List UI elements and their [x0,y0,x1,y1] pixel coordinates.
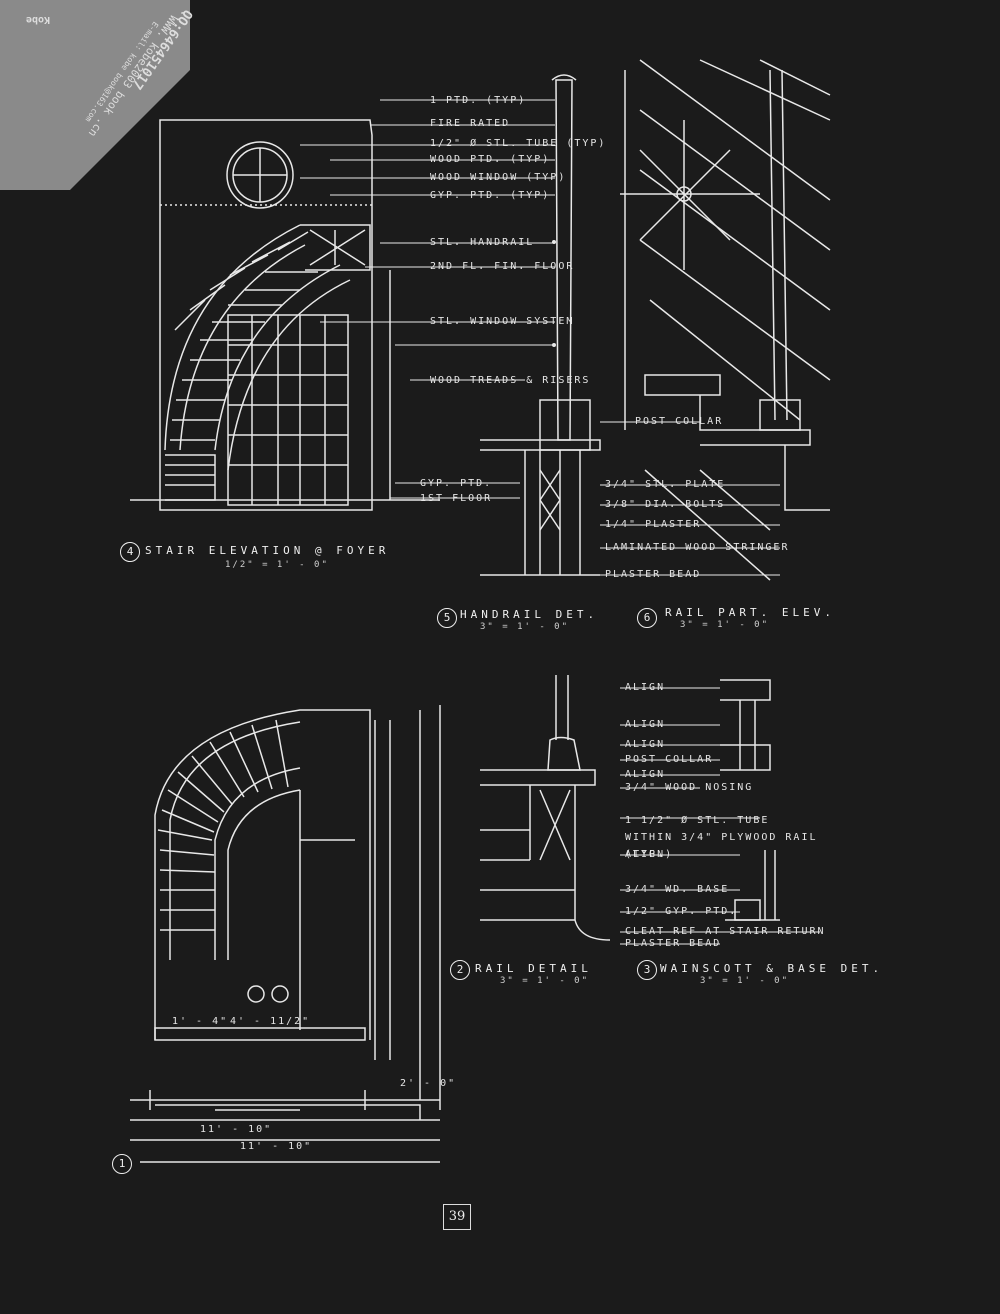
plan-dim-2: 11' - 10" [240,1141,313,1152]
elev-note-8: 2ND FL. FIN. FLOOR [430,261,575,272]
wainscot-note-2: ALIGN [625,719,666,730]
wainscot-note-1: ALIGN [625,682,666,693]
wainscot-detail-drawing [720,679,780,921]
wainscot-note-9: 3/4" WD. BASE [625,884,730,895]
wainscot-note-11: CLEAT REF AT STAIR RETURN [625,926,826,937]
elev-note-9: STL. WINDOW SYSTEM [430,316,575,327]
rail-note-6: POST COLLAR [635,416,724,427]
drawing-4-number: 4 [120,542,140,562]
wainscot-note-3: ALIGN [625,739,666,750]
wainscot-note-8: ALIGN [625,849,666,860]
drawing-6-title: RAIL PART. ELEV. [665,606,835,619]
handrail-detail-drawing [480,70,626,576]
elev-note-4: WOOD PTD. (TYP) [430,154,551,165]
drawing-2-title: RAIL DETAIL [475,962,592,975]
drawing-6-scale: 3" = 1' - 0" [680,620,770,630]
drawing-1-number: 1 [112,1154,132,1174]
drawing-4-scale: 1/2" = 1' - 0" [225,560,329,570]
elev-note-12: 1ST FLOOR [420,493,493,504]
drawing-5-scale: 3" = 1' - 0" [480,622,570,632]
elev-note-10: WOOD TREADS & RISERS [430,375,591,386]
elev-note-5: WOOD WINDOW (TYP) [430,172,567,183]
elev-note-6: GYP. PTD. (TYP) [430,190,551,201]
rail-note-2: 3/8" DIA. BOLTS [605,499,726,510]
wainscot-note-6: 3/4" WOOD NOSING [625,782,754,793]
drawing-3-scale: 3" = 1' - 0" [700,976,790,986]
plan-dim-3: 4' - 11/2" [230,1016,311,1027]
watermark-brand: Kobe [25,14,50,25]
plan-dim-4: 2' - 0" [400,1078,457,1089]
elev-note-1: 1 PTD. (TYP) [430,95,527,106]
drawing-2-number: 2 [450,960,470,980]
rail-note-1: 3/4" STL. PLATE [605,479,726,490]
watermark-stamp: Kobe E-mail: kobe book@163.com WWW. kobe… [0,0,260,260]
elev-note-7: STL. HANDRAIL [430,237,535,248]
plan-dim-1: 11' - 10" [200,1124,273,1135]
wainscot-note-10: 1/2" GYP. PTD. [625,906,738,917]
drawing-2-scale: 3" = 1' - 0" [500,976,590,986]
rail-note-5: PLASTER BEAD [605,569,702,580]
rail-note-3: 1/4" PLASTER [605,519,702,530]
wainscot-note-4: POST COLLAR [625,754,714,765]
wainscot-note-7: 1 1/2" Ø STL. TUBE WITHIN 3/4" PLYWOOD R… [625,815,818,860]
rail-note-4: LAMINATED WOOD STRINGER [605,542,790,553]
plan-dim-5: 1' - 4" [172,1016,229,1027]
elev-note-2: FIRE RATED [430,118,511,129]
page-number: 39 [443,1204,471,1230]
drawing-5-title: HANDRAIL DET. [460,608,599,621]
drawing-3-title: WAINSCOTT & BASE DET. [660,962,884,975]
elev-note-3: 1/2" Ø STL. TUBE (TYP) [430,138,607,149]
drawing-4-title: STAIR ELEVATION @ FOYER [145,544,390,557]
drawing-3-number: 3 [637,960,657,980]
wainscot-note-5: ALIGN [625,769,666,780]
elev-note-11: GYP. PTD. [420,478,493,489]
stair-plan-drawing [130,705,441,1163]
wainscot-note-12: PLASTER BEAD [625,938,722,949]
drawing-6-number: 6 [637,608,657,628]
stair-elevation-drawing [130,119,440,511]
rail-detail-drawing [480,675,611,941]
drawing-5-number: 5 [437,608,457,628]
